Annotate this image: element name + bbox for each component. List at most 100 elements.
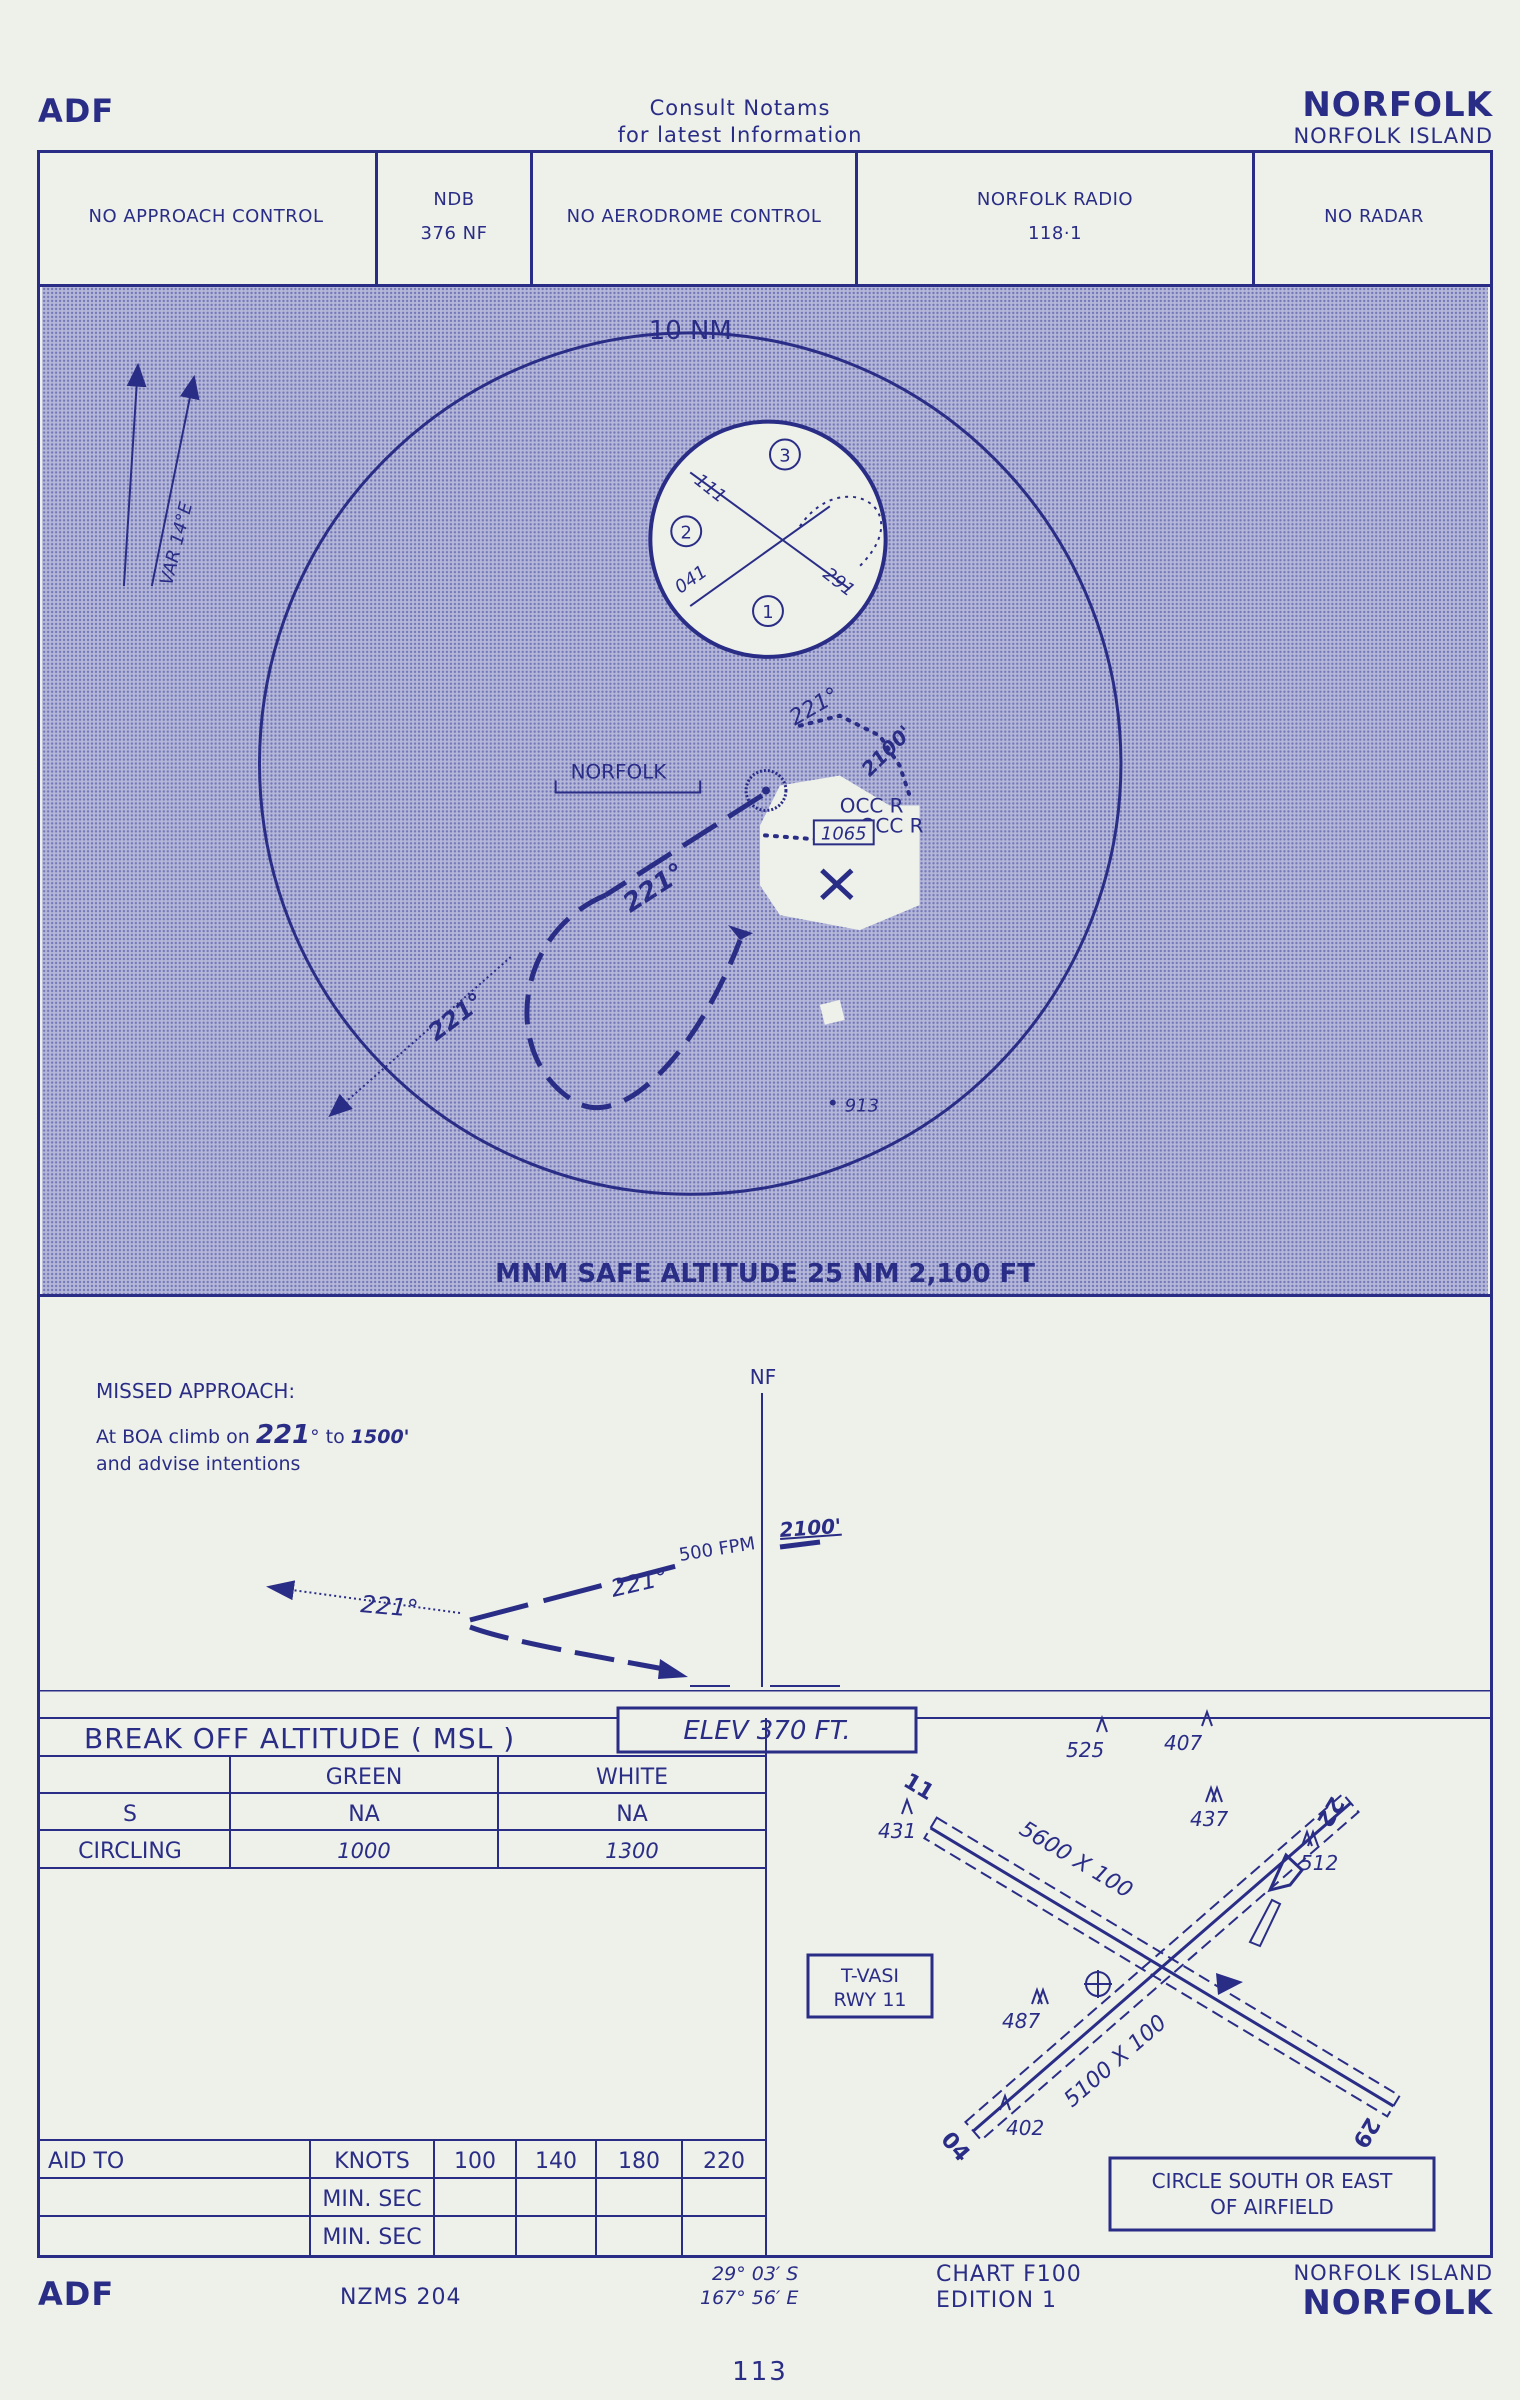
comm-approach: NO APPROACH CONTROL [37,150,378,284]
comm-radio: NORFOLK RADIO 118·1 [858,150,1255,284]
break-off-title: BREAK OFF ALTITUDE ( MSL ) [84,1722,515,1755]
ndb-label: NDB [433,189,475,210]
aid-to-label: AID TO [48,2149,124,2174]
chart-type-title: ADF [38,92,115,130]
speed-140: 140 [535,2149,577,2174]
missed-text-a: At BOA climb on [96,1426,256,1448]
profile-climb-track [469,1562,681,1623]
missed-approach-line-2: and advise intentions [96,1453,300,1475]
spot-dot-913 [829,1099,836,1106]
runway-04-22 [964,1792,1360,2142]
magnetic-north-arrow [150,374,200,587]
missed-text-b: ° to [310,1426,351,1448]
profile-beacon-label: NF [750,1365,776,1389]
ring-label: 10 NM [649,316,732,346]
timing-table-grid [40,2139,766,2255]
min-sec-row-2: MIN. SEC [322,2225,421,2250]
footer-chart-type: ADF [38,2275,115,2313]
profile-altitude: 2100' [779,1514,842,1542]
tvasi-line-1: T-VASI [840,1965,899,1987]
ndb-center [762,786,770,795]
footer-location-subtitle: NORFOLK ISLAND [1293,2261,1493,2285]
inset-track-a [689,471,851,590]
aerodrome-cross [820,868,854,901]
profile-missed-track [266,1580,461,1614]
missed-approach-line-1: At BOA climb on 221° to 1500' [96,1420,409,1450]
spot-height-913: 913 [845,1096,879,1117]
procedure-turn-track [524,892,743,1111]
circling-white: 1300 [605,1839,658,1863]
spot-1065-box [812,819,875,846]
footer-edition: EDITION 1 [936,2288,1058,2313]
location-title: NORFOLK [1302,85,1493,125]
footer-longitude: 167° 56′ E [700,2287,799,2309]
radio-frequency: 118·1 [1027,223,1083,244]
spot-height-1065: 1065 [821,823,867,844]
row-straight-in: S [123,1802,137,1827]
taxiway [1248,1898,1282,1948]
minima-section: BREAK OFF ALTITUDE ( MSL ) ELEV 370 FT. … [40,1690,1490,2255]
footer-map-ref: NZMS 204 [340,2285,462,2310]
footer-latitude: 29° 03′ S [712,2263,799,2285]
circling-note-box [1108,2156,1436,2232]
comm-aerodrome-text: NO AERODROME CONTROL [566,206,822,227]
comm-aerodrome: NO AERODROME CONTROL [533,150,858,284]
col-green: GREEN [326,1765,403,1790]
comm-approach-text: NO APPROACH CONTROL [88,206,324,227]
profile-rate: 500 FPM [677,1533,756,1566]
sector-1-circle [752,595,784,627]
missed-course: 221 [256,1420,310,1450]
comms-row: NO APPROACH CONTROL NDB 376 NF NO AERODR… [37,150,1493,287]
notam-notice: Consult Notams for latest Information [560,95,920,149]
apron [1267,1852,1305,1893]
station-name: NORFOLK [571,760,668,784]
profile-view: MISSED APPROACH: At BOA climb on 221° to… [96,1365,842,1687]
circling-note-line-2: OF AIRFIELD [1210,2195,1334,2219]
inset-track-b [689,505,831,607]
speed-100: 100 [454,2149,496,2174]
obstacle-symbols [901,1709,1319,2111]
speed-180: 180 [618,2149,660,2174]
spot-height-431: 431 [878,1819,916,1843]
missed-approach-title: MISSED APPROACH: [96,1379,295,1403]
islet-shape [819,999,845,1025]
page-number: 113 [732,2357,788,2387]
procedure-turn-arrow [728,925,754,941]
location-subtitle: NORFOLK ISLAND [1293,124,1493,148]
airfield-diagram: 5600 X 100 5100 X 100 11 29 04 22 T-VASI… [806,1709,1436,2232]
speed-220: 220 [703,2149,745,2174]
straight-in-green: NA [348,1802,380,1827]
profile-course-right: 221° [608,1563,671,1603]
footer-location-title: NORFOLK [1302,2283,1493,2323]
footer-coordinates: 29° 03′ S 167° 56′ E [700,2262,798,2310]
runway-04-label: 04 [935,2128,974,2168]
notice-line-2: for latest Information [617,123,863,147]
tvasi-line-2: RWY 11 [833,1989,906,2011]
circling-note-line-1: CIRCLE SOUTH OR EAST [1152,2169,1394,2193]
comm-ndb: NDB 376 NF [378,150,533,284]
ndb-symbol [744,769,788,812]
msa-label: MNM SAFE ALTITUDE 25 NM 2,100 FT [495,1259,1035,1289]
spot-height-487: 487 [1002,2009,1040,2033]
row-circling: CIRCLING [78,1839,182,1864]
sector-2-label: 2 [681,522,692,543]
wind-indicator [1216,1973,1243,1995]
circling-green: 1000 [337,1839,390,1863]
spot-height-512: 512 [1300,1851,1338,1875]
radio-label: NORFOLK RADIO [976,189,1134,210]
sector-3-label: 3 [779,445,790,466]
tvasi-box [806,1953,934,2019]
spot-height-402: 402 [1006,2116,1044,2140]
runway-29-label: 29 [1347,2113,1384,2152]
footer-location: NORFOLK ISLAND NORFOLK [1293,2262,1493,2322]
island-shape [760,775,920,931]
profile-course-left: 221° [359,1590,419,1623]
station-box [554,780,702,794]
plan-view: 10 NM VAR 14°E 3 2 1 111 291 041 913 NOR… [40,287,1490,1297]
spot-height-525: 525 [1066,1738,1104,1762]
comm-radar-text: NO RADAR [1324,206,1424,227]
sector-inset: 3 2 1 111 291 041 [648,419,888,659]
footer-chart-info: CHART F100 EDITION 1 [936,2262,1082,2314]
col-white: WHITE [596,1765,668,1790]
comm-radar: NO RADAR [1255,150,1493,284]
